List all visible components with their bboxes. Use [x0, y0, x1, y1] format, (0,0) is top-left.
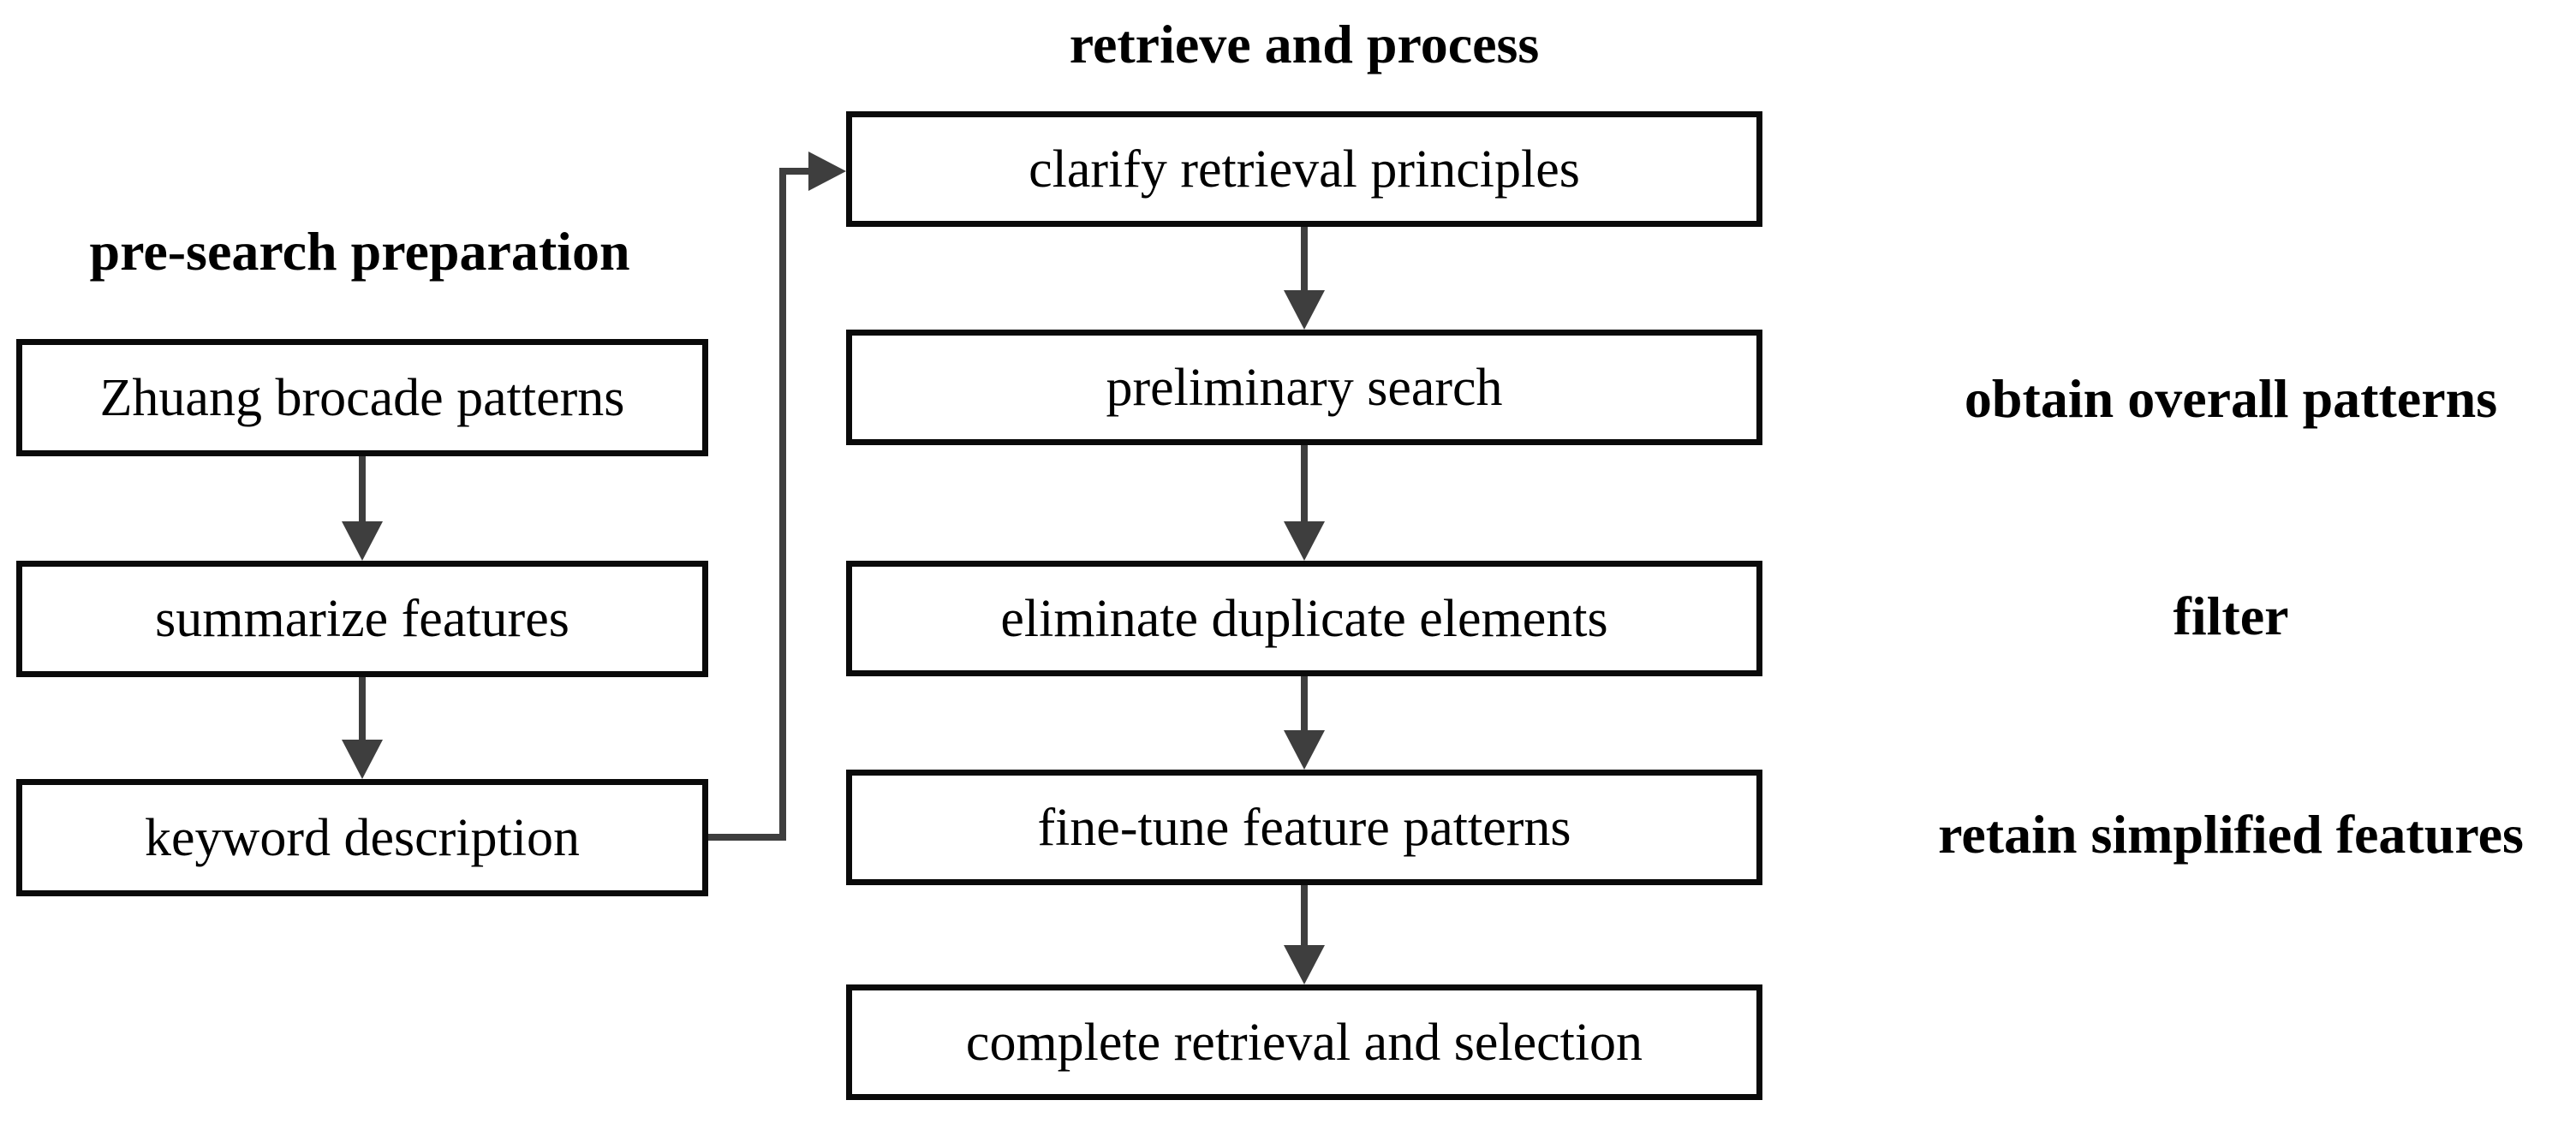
arrow-head-icon: [342, 740, 383, 779]
connector-horizontal-segment: [779, 168, 810, 175]
arrow-head-icon: [1284, 730, 1325, 770]
column-title-pre-search-preparation: pre-search preparation: [89, 221, 630, 282]
arrow-head-icon: [1284, 290, 1325, 330]
arrow-head-right-icon: [808, 152, 846, 191]
flow-box-summarize-features: summarize features: [16, 561, 708, 677]
flow-box-clarify-retrieval-principles: clarify retrieval principles: [846, 111, 1762, 227]
arrow-head-icon: [342, 521, 383, 561]
flow-box-eliminate-duplicate-elements: eliminate duplicate elements: [846, 561, 1762, 676]
arrow-down-icon: [1284, 227, 1325, 330]
arrow-head-icon: [1284, 521, 1325, 561]
flow-box-complete-retrieval-and-selection: complete retrieval and selection: [846, 984, 1762, 1100]
annotation-filter: filter: [2173, 586, 2289, 646]
arrow-shaft: [1301, 676, 1308, 734]
annotation-obtain-overall-patterns: obtain overall patterns: [1964, 368, 2498, 429]
flow-box-fine-tune-feature-patterns: fine-tune feature patterns: [846, 770, 1762, 885]
flow-box-zhuang-brocade-patterns: Zhuang brocade patterns: [16, 339, 708, 456]
arrow-shaft: [1301, 445, 1308, 525]
connector-horizontal-segment: [708, 834, 786, 841]
arrow-down-icon: [1284, 885, 1325, 984]
arrow-down-icon: [1284, 676, 1325, 770]
arrow-down-icon: [1284, 445, 1325, 561]
arrow-down-icon: [342, 456, 383, 561]
arrow-shaft: [359, 456, 366, 525]
column-title-retrieve-and-process: retrieve and process: [1069, 14, 1540, 74]
arrow-shaft: [1301, 885, 1308, 949]
connector-vertical-segment: [779, 168, 786, 841]
annotation-retain-simplified-features: retain simplified features: [1938, 804, 2524, 865]
arrow-shaft: [1301, 227, 1308, 294]
arrow-head-icon: [1284, 945, 1325, 984]
arrow-down-icon: [342, 677, 383, 779]
flow-box-preliminary-search: preliminary search: [846, 330, 1762, 445]
flow-box-keyword-description: keyword description: [16, 779, 708, 896]
arrow-shaft: [359, 677, 366, 743]
